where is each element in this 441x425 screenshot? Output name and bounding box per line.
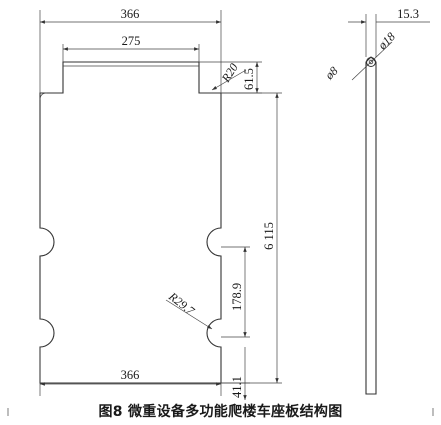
dim-lower-span: 178.9	[230, 283, 244, 311]
leader-r29-7	[165, 299, 213, 330]
side-view-hole-inner	[368, 59, 374, 65]
dim-hole-large: ø18	[375, 29, 398, 52]
dim-corner-radius: R20	[218, 61, 241, 86]
dim-top-width: 366	[121, 7, 140, 21]
side-view-hole	[366, 57, 376, 67]
leader-hole	[351, 41, 393, 81]
dim-bottom-width: 366	[121, 368, 140, 382]
dim-total-height: 6 115	[262, 222, 276, 250]
dim-hole-small: ø8	[322, 64, 341, 83]
top-left-corner-fillet	[39, 92, 48, 101]
leader-r20	[211, 69, 247, 91]
side-view-outline	[365, 56, 377, 395]
dim-side-offset: 15.3	[397, 7, 419, 21]
dim-inner-width: 275	[122, 34, 141, 48]
figure-caption: 图8 微重设备多功能爬楼车座板结构图	[98, 404, 343, 420]
plate-outline	[39, 61, 222, 384]
dim-notch-height: 61.5	[242, 68, 256, 90]
dim-notch-radius: R29.7	[165, 289, 198, 319]
dim-bottom-offset: 41.1	[230, 376, 244, 398]
